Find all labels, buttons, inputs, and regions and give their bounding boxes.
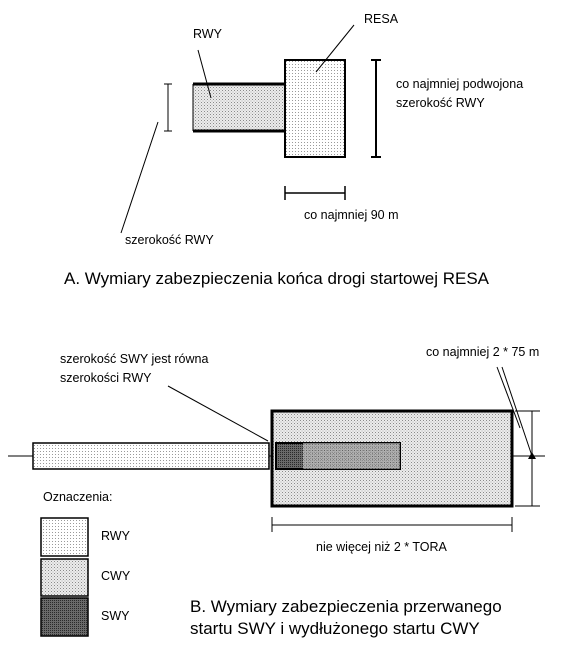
resa-length-dimension (284, 186, 346, 200)
legend-title: Oznaczenia: (43, 490, 113, 504)
resa-width-note-line1: co najmniej podwojona (396, 77, 524, 91)
caption-a: A. Wymiary zabezpieczenia końca drogi st… (64, 269, 490, 288)
swy-width-note-line1: szerokość SWY jest równa (60, 352, 209, 366)
cwy-note-leader-2 (501, 366, 533, 457)
resa-width-note-line2: szerokość RWY (396, 96, 485, 110)
rwy-label-a: RWY (193, 27, 222, 41)
legend-swatch-cwy (40, 558, 89, 597)
caption-b-line2: startu SWY i wydłużonego startu CWY (190, 619, 480, 638)
resa-box (284, 59, 346, 158)
rwy-width-label: szerokość RWY (125, 233, 214, 247)
cwy-width-note: co najmniej 2 * 75 m (426, 345, 540, 359)
legend-swatch-swy (40, 597, 89, 637)
caption-b-line1: B. Wymiary zabezpieczenia przerwanego (190, 597, 502, 616)
legend-label-rwy: RWY (101, 529, 130, 543)
rwy-leader (197, 49, 212, 99)
cwy-note-leader-1 (496, 366, 521, 429)
section-b (8, 366, 545, 532)
cwy-width-dimension (515, 410, 540, 507)
legend-label-cwy: CWY (101, 569, 131, 583)
cwy-length-note: nie więcej niż 2 * TORA (316, 540, 447, 554)
resa-length-note: co najmniej 90 m (304, 208, 399, 222)
swy-width-leader (167, 385, 269, 442)
rwy-width-leader (120, 121, 159, 234)
rwy-width-dimension (164, 83, 172, 132)
section-a (120, 24, 381, 234)
legend-swatch-rwy (40, 517, 89, 557)
resa-width-dimension (371, 59, 381, 158)
legend (40, 517, 89, 637)
resa-leader (315, 24, 355, 73)
swy-width-note-line2: szerokości RWY (60, 371, 152, 385)
legend-label-swy: SWY (101, 609, 130, 623)
cwy-length-dimension (271, 517, 513, 532)
runway-b (32, 442, 270, 470)
rwy-strip-a (193, 84, 285, 131)
resa-label: RESA (364, 12, 399, 26)
